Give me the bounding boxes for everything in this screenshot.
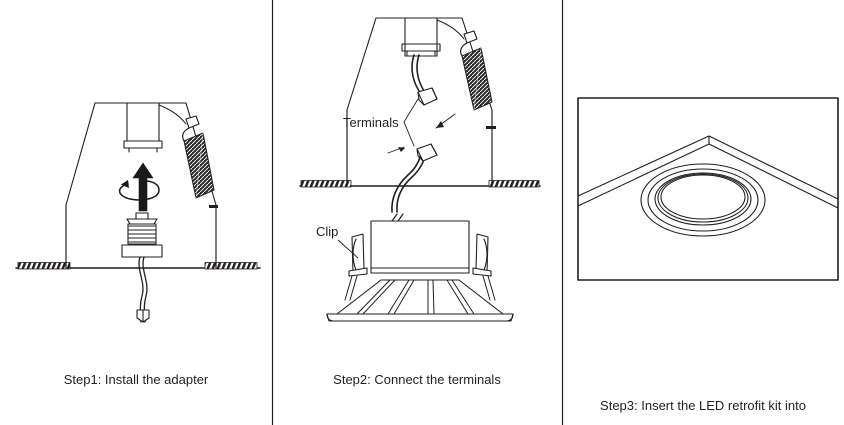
led-retrofit-kit [326, 213, 514, 322]
connect-direction-arrow [435, 113, 456, 129]
driver-body [370, 220, 470, 274]
kit-cable-stub [391, 213, 404, 222]
panel-2-illustration [299, 17, 541, 322]
step-3-caption: Step3: Insert the LED retrofit kit into … [562, 363, 844, 425]
mounting-clip-left [344, 233, 368, 301]
lamp-socket [123, 102, 163, 153]
step-2-caption: Step2: Connect the terminals [333, 372, 501, 387]
fixture-cable [391, 151, 427, 213]
terminals-leader-lines [387, 98, 419, 154]
ceiling-line [299, 180, 541, 188]
ceiling-cut-hatch-right [488, 180, 540, 188]
mounting-clip-right [472, 233, 496, 301]
ceiling-cut-hatch-left [17, 262, 71, 270]
screw-base-adapter [121, 212, 163, 258]
trim-flange [326, 313, 514, 322]
socket-cable [411, 54, 427, 95]
step-3-caption-line-1: Step3: Insert the LED retrofit kit into [600, 398, 806, 413]
adapter-threads [127, 223, 157, 245]
terminal-plug-lower [416, 143, 438, 162]
lens-rings [654, 172, 752, 226]
clip-label: Clip [316, 224, 338, 239]
torsion-spring-clip [436, 19, 493, 111]
lamp-socket [401, 17, 441, 57]
push-and-twist-arrow [118, 162, 160, 212]
ceiling-cut-hatch-right [204, 262, 258, 270]
terminal-plug-upper [417, 87, 438, 106]
panel-3-illustration [577, 97, 839, 281]
wire-connector [136, 309, 150, 323]
step-1-caption: Step1: Install the adapter [63, 372, 209, 387]
clip-leader-line [337, 239, 359, 259]
ceiling-line [15, 262, 261, 270]
heat-sink-fins [336, 279, 504, 315]
ceiling-corner [577, 135, 839, 209]
torsion-spring-clip [158, 104, 215, 199]
panel-1-illustration [15, 102, 261, 323]
terminals-label: Terminals [343, 115, 399, 130]
ceiling-cut-hatch-left [300, 180, 352, 188]
